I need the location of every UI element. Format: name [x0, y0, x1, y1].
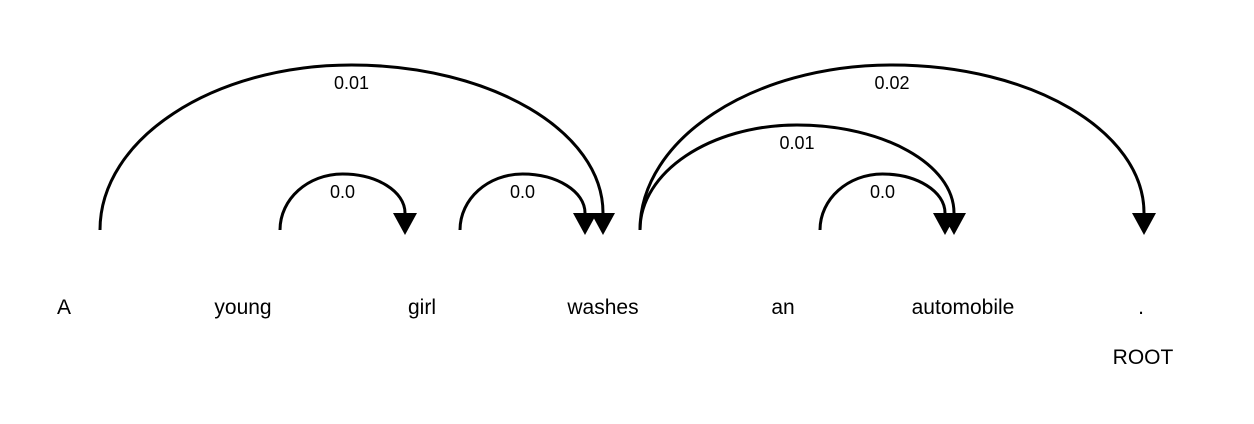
token-period: .	[1138, 296, 1144, 319]
arc-label-a-to-washes: 0.01	[334, 73, 369, 93]
token-an: an	[771, 296, 794, 319]
token-young: young	[214, 296, 271, 319]
arc-a-to-washes	[98, 63, 605, 231]
arc-an-to-automobile	[818, 172, 947, 231]
arc-girl-to-washes	[458, 172, 587, 231]
token-automobile: automobile	[912, 296, 1015, 319]
token-a: A	[57, 296, 71, 319]
root-label: ROOT	[1113, 346, 1174, 369]
arrowhead-an-to-automobile	[933, 213, 957, 235]
arrowhead-washes-to-period	[1132, 213, 1156, 235]
tokens-layer: A young girl washes an automobile . ROOT	[57, 296, 1174, 369]
arc-young-to-girl	[278, 172, 407, 231]
arrowhead-girl-to-washes	[573, 213, 597, 235]
arc-label-an-to-automobile: 0.0	[870, 182, 895, 202]
arcs-layer: 0.01 0.0 0.0 0.01 0.02 0.0	[98, 63, 1156, 235]
arc-washes-to-period	[638, 63, 1146, 231]
token-washes: washes	[566, 296, 638, 319]
arrowhead-young-to-girl	[393, 213, 417, 235]
arc-washes-to-automobile	[638, 123, 956, 231]
arrowhead-a-to-washes	[591, 213, 615, 235]
token-girl: girl	[408, 296, 436, 319]
arc-label-young-to-girl: 0.0	[330, 182, 355, 202]
arc-label-washes-to-period: 0.02	[874, 73, 909, 93]
arc-label-washes-to-automobile: 0.01	[779, 133, 814, 153]
arc-label-girl-to-washes: 0.0	[510, 182, 535, 202]
